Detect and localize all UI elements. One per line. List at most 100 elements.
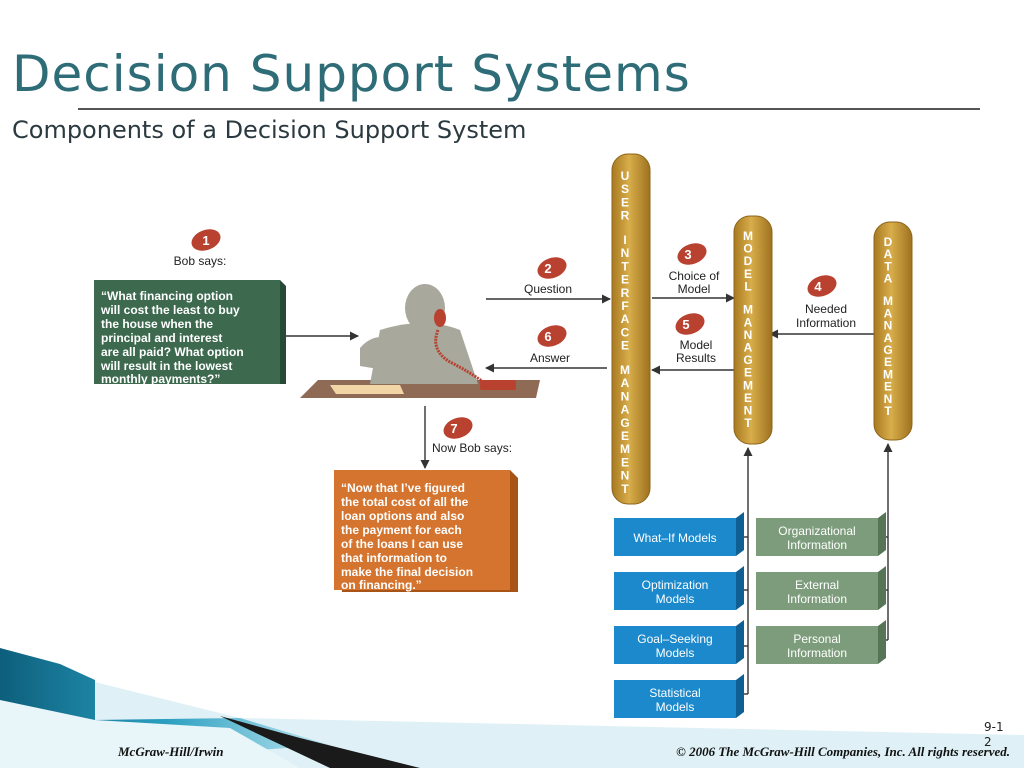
model-box-label: Statistical [649,686,700,700]
step-number: 1 [202,233,209,248]
svg-text:“Now that I’ve figured t: “Now that I’ve figured the total cost of… [341,481,476,592]
model-box-what-if: What–If Models [614,512,744,556]
column-letter: E [884,380,892,394]
question-line: “What financing option [101,289,233,303]
step-label: Now Bob says: [432,441,512,455]
step-label: Answer [530,351,570,365]
question-box: “What financing option will cost the lea… [94,280,286,386]
column-letter: G [743,353,752,367]
column-letter: E [744,267,752,281]
info-box-label: Information [787,538,847,552]
column-letter: M [743,229,753,243]
column-letter: T [884,404,892,418]
slide-subtitle: Components of a Decision Support System [12,116,527,144]
column-letter: A [884,272,893,286]
step-label: Information [796,316,856,330]
column-letter: S [621,182,629,196]
step-label: Question [524,282,572,296]
column-letter: N [621,389,630,403]
model-box-label: Optimization [642,578,709,592]
model-box-label: What–If Models [633,531,716,545]
column-letter: A [621,312,630,326]
column-letter: F [621,299,628,313]
column-letter: E [621,273,629,287]
column-letter: T [884,259,892,273]
info-box-label: Organizational [778,524,855,538]
model-box-label: Models [656,700,695,714]
answer-line: on financing.” [341,578,422,592]
info-box-organizational: Organizational Information [756,512,886,556]
model-box-goal-seeking: Goal–Seeking Models [614,620,744,664]
column-letter: E [621,339,629,353]
column-letter: A [884,331,893,345]
answer-line: the total cost of all the [341,495,469,509]
column-letter: T [621,259,629,273]
info-box-personal: Personal Information [756,620,886,664]
answer-line: “Now that I’ve figured [341,481,465,495]
model-box-statistical: Statistical Models [614,674,744,718]
column-letter: A [621,376,630,390]
column-letter: M [743,378,753,392]
column-letter: O [743,242,752,256]
model-box-label: Models [656,646,695,660]
column-letter: M [883,367,893,381]
column-letter: E [884,355,892,369]
step-label: Choice of [669,269,720,283]
column-letter: A [744,341,753,355]
title-divider [78,108,980,110]
column-letter: M [620,363,630,377]
column-letter: D [744,254,753,268]
footer-publisher: McGraw-Hill/Irwin [118,744,224,759]
info-box-label: Information [787,592,847,606]
column-letter: N [621,246,630,260]
info-box-label: Information [787,646,847,660]
model-box-optimization: Optimization Models [614,566,744,610]
column-letter: N [884,392,893,406]
answer-line: loan options and also [341,509,464,523]
info-box-external: External Information [756,566,886,610]
column-letter: G [883,343,892,357]
column-letter: R [621,209,630,223]
step-label: Model [678,282,711,296]
bob-figure [300,284,540,398]
step-badge-5: 5 Model Results [675,313,716,365]
answer-line: that information to [341,551,447,565]
question-line: monthly payments?” [101,372,220,386]
column-letter: A [884,247,893,261]
step-badge-6: 6 Answer [530,325,570,365]
column-letter: E [744,366,752,380]
column-letter: A [884,306,893,320]
column-letter: N [744,404,753,418]
column-letter: L [744,279,751,293]
footer-swoosh [0,648,1024,768]
footer-copyright: © 2006 The McGraw-Hill Companies, Inc. A… [676,744,1010,759]
step-number: 5 [682,317,689,332]
column-letter: E [744,391,752,405]
info-box-label: Personal [793,632,840,646]
step-number: 3 [684,247,691,262]
step-number: 7 [450,421,457,436]
answer-line: of the loans I can use [341,537,463,551]
answer-line: make the final decision [341,565,473,579]
column-letter: M [743,303,753,317]
svg-text:“What financing option w: “What financing option will cost the lea… [100,289,247,386]
slide-title: Decision Support Systems [12,45,691,103]
step-label: Results [676,351,716,365]
step-label: Model [680,338,713,352]
step-number: 4 [814,279,822,294]
column-letter: N [621,469,630,483]
question-line: the house when the [101,317,213,331]
answer-line: the payment for each [341,523,462,537]
question-line: are all paid? What option [101,345,244,359]
step-badge-7: 7 Now Bob says: [432,417,512,455]
column-letter: N [884,319,893,333]
step-badge-2: 2 Question [524,257,572,296]
model-box-label: Models [656,592,695,606]
question-line: principal and interest [101,331,222,345]
column-letter: R [621,286,630,300]
